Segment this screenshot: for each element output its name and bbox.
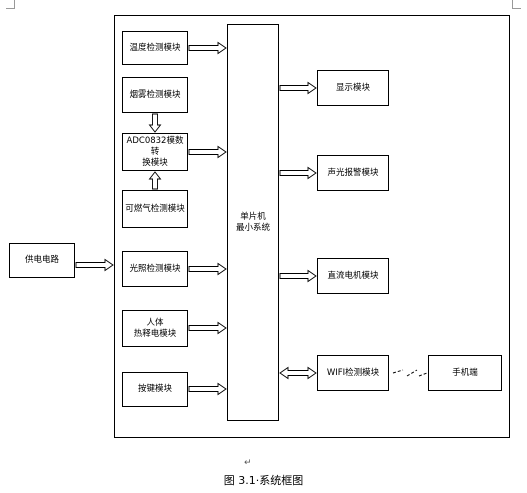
arrow-human-to-mcu (188, 321, 227, 335)
alarm-module-box: 声光报警模块 (317, 155, 389, 191)
figure-caption: 图 3.1·系统框图 (223, 474, 304, 487)
smoke-module-box: 烟雾检测模块 (122, 77, 188, 113)
mcu-minimum-system-box: 单片机 最小系统 (227, 24, 279, 421)
wireless-link (392, 369, 428, 377)
arrow-smoke-to-adc (148, 113, 162, 133)
margin-mark-top-left (6, 0, 15, 9)
margin-mark-top-right (512, 0, 521, 9)
human-pyro-module-box: 人体 热释电模块 (122, 310, 188, 347)
arrow-power-to-frame (75, 258, 114, 272)
system-frame (114, 15, 510, 438)
wifi-module-box: WIFI检测模块 (317, 355, 389, 391)
temperature-module-box: 温度检测模块 (122, 31, 188, 65)
arrow-keys-to-mcu (188, 382, 227, 396)
arrow-light-to-mcu (188, 262, 227, 276)
arrow-adc-to-mcu (188, 145, 227, 159)
arrow-mcu-to-alarm (279, 166, 317, 180)
arrow-mcu-wifi-bidirectional (279, 366, 317, 380)
adc-module-box: ADC0832模数转 换模块 (122, 133, 188, 171)
paragraph-mark: ↵ (244, 458, 252, 468)
gas-module-box: 可燃气检测模块 (122, 190, 188, 228)
light-module-box: 光照检测模块 (122, 251, 188, 287)
phone-box: 手机端 (428, 355, 502, 391)
arrow-temperature-to-mcu (188, 41, 227, 55)
display-module-box: 显示模块 (317, 70, 389, 106)
power-supply-box: 供电电路 (9, 243, 75, 278)
arrow-mcu-to-motor (279, 269, 317, 283)
dc-motor-module-box: 直流电机模块 (317, 258, 389, 294)
arrow-mcu-to-display (279, 81, 317, 95)
keys-module-box: 按键模块 (122, 372, 188, 407)
arrow-gas-to-adc (148, 171, 162, 190)
